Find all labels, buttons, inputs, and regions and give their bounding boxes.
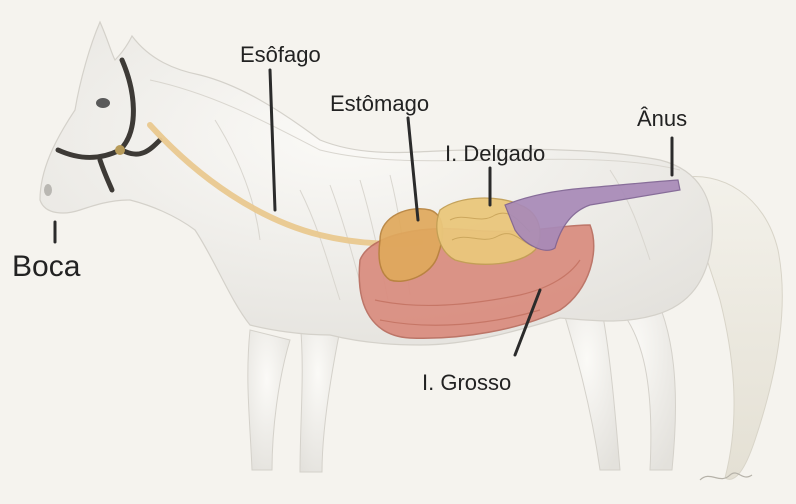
nostril (44, 184, 52, 196)
label-boca: Boca (12, 252, 80, 282)
eye (96, 98, 110, 108)
label-delgado: I. Delgado (445, 143, 545, 165)
label-grosso: I. Grosso (422, 372, 511, 394)
label-estomago: Estômago (330, 93, 429, 115)
label-esofago: Esôfago (240, 44, 321, 66)
label-anus: Ânus (637, 108, 687, 130)
